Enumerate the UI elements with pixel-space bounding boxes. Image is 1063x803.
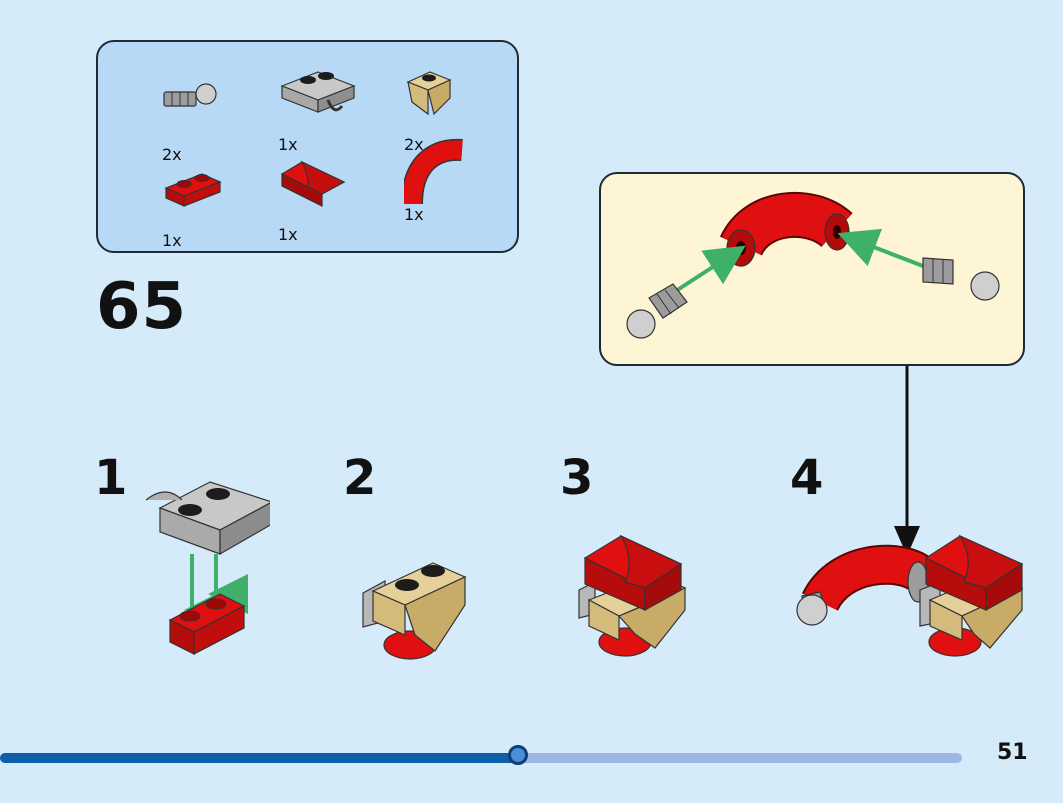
red-arch-icon [404, 138, 463, 205]
tooth-plate-icon [406, 71, 452, 116]
part-qty: 1x [404, 205, 424, 224]
part-qty: 1x [162, 231, 182, 250]
substep-1-label: 1 [94, 450, 128, 506]
part-qty: 2x [404, 135, 424, 154]
part-red-arch-tube: 1x [404, 134, 484, 224]
substep-2-illustration [362, 562, 467, 660]
part-ball-joint-pin: 2x [162, 74, 242, 164]
substep-1-illustration [145, 481, 270, 655]
progress-fill [0, 753, 518, 763]
page-number: 51 [997, 740, 1028, 765]
parts-list-panel: 2x 1x 2x 1x [96, 40, 519, 253]
part-tan-tooth-plate: 2x [404, 64, 484, 154]
substep-4-illustration [796, 534, 1024, 657]
clip-plate-icon [280, 71, 356, 113]
left-ball-pin-icon [626, 283, 688, 339]
progress-knob[interactable] [508, 745, 528, 765]
red-slope-icon [280, 160, 346, 207]
callout-panel [599, 172, 1025, 366]
part-qty: 1x [278, 135, 298, 154]
part-qty: 2x [162, 145, 182, 164]
callout-illustration [626, 191, 1000, 339]
ball-joint-pin-icon [163, 83, 217, 107]
part-qty: 1x [278, 225, 298, 244]
progress-bar[interactable] [0, 745, 962, 765]
substep-3-label: 3 [560, 450, 594, 506]
substep-3-illustration [578, 534, 687, 657]
part-red-plate-1x2: 1x [162, 160, 242, 250]
step-number: 65 [96, 270, 188, 344]
red-plate-icon [164, 173, 222, 207]
substep-4-label: 4 [790, 450, 824, 506]
substep-2-label: 2 [343, 450, 377, 506]
right-ball-pin-icon [922, 257, 1000, 301]
callout-connector-arrow [894, 366, 920, 556]
part-gray-clip-plate: 1x [278, 64, 358, 154]
part-red-slope-curve: 1x [278, 154, 358, 244]
